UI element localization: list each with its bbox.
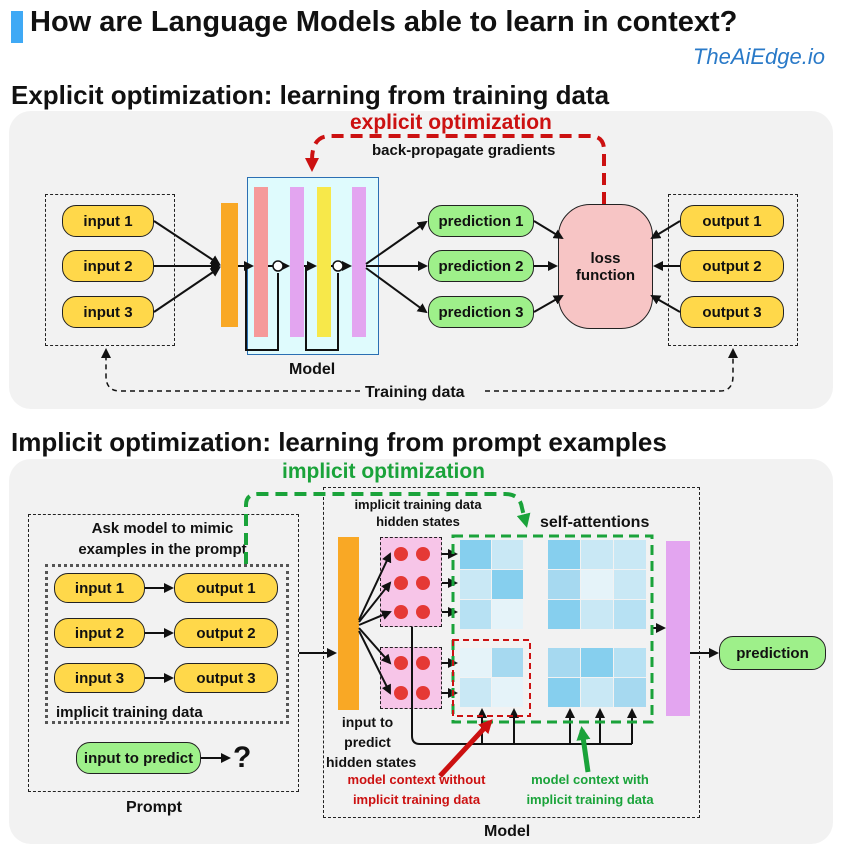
title-accent-bar — [11, 11, 23, 43]
explicit-prediction-3: prediction 3 — [428, 296, 534, 328]
context-without-line-1: model context without — [347, 772, 486, 787]
explicit-embedding-layer — [221, 203, 238, 327]
context-with-line-2: implicit training data — [526, 792, 654, 807]
page-title: How are Language Models able to learn in… — [30, 6, 738, 38]
hidden-state-dots — [394, 547, 430, 700]
training-data-label: Training data — [365, 384, 465, 401]
explicit-output-2: output 2 — [680, 250, 784, 282]
prompt-output-2: output 2 — [174, 618, 278, 648]
explicit-prediction-2: prediction 2 — [428, 250, 534, 282]
implicit-output-layer — [666, 541, 690, 716]
attention-matrix-top-left — [460, 540, 523, 629]
input-to-predict-pill: input to predict — [76, 742, 201, 774]
implicit-heading: Implicit optimization: learning from pro… — [11, 427, 667, 457]
self-attentions-label: self-attentions — [540, 514, 650, 531]
loss-label-line-1: loss — [590, 249, 621, 267]
attention-matrix-bottom-left — [460, 648, 523, 707]
question-mark: ? — [233, 741, 252, 774]
predict-states-line-1: input to — [341, 714, 394, 730]
explicit-output-3: output 3 — [680, 296, 784, 328]
context-with-callout — [576, 726, 591, 773]
training-data-arrow — [101, 348, 360, 392]
hidden-states-line-1: implicit training data — [354, 497, 482, 512]
implicit-optimization-arrow — [244, 492, 531, 564]
explicit-model-label: Model — [289, 361, 336, 378]
backprop-label: back-propagate gradients — [372, 142, 556, 159]
implicit-training-data-label: implicit training data — [56, 704, 203, 721]
implicit-optimization-label: implicit optimization — [282, 460, 485, 483]
prompt-input-1: input 1 — [54, 573, 145, 603]
prompt-output-3: output 3 — [174, 663, 278, 693]
explicit-inputs-box — [45, 194, 175, 346]
loss-label-line-2: function — [575, 266, 636, 284]
implicit-training-data-box — [45, 564, 289, 724]
predict-states-line-3: hidden states — [326, 754, 417, 770]
explicit-layer-3 — [317, 187, 331, 337]
explicit-input-arrows — [153, 220, 352, 351]
hidden-states-line-2: hidden states — [376, 514, 460, 529]
implicit-embedding-layer — [338, 537, 359, 710]
prompt-instruction-line-2: examples in the prompt — [78, 541, 247, 558]
attention-matrix-top-right — [548, 540, 646, 629]
context-without-box — [452, 639, 531, 717]
brand-label: TheAiEdge.io — [692, 44, 825, 69]
explicit-add-node-1 — [272, 260, 284, 272]
loss-function-box: loss function — [558, 204, 653, 329]
prompt-input-2: input 2 — [54, 618, 145, 648]
context-with-line-1: model context with — [531, 772, 649, 787]
explicit-add-node-2 — [332, 260, 344, 272]
explicit-outputs-box — [668, 194, 798, 346]
context-without-line-2: implicit training data — [352, 792, 481, 807]
explicit-layer-1 — [254, 187, 268, 337]
embedding-to-hidden-arrows — [358, 552, 392, 695]
prompt-output-1: output 1 — [174, 573, 278, 603]
implicit-model-label: Model — [484, 823, 531, 840]
explicit-prediction-1: prediction 1 — [428, 205, 534, 237]
explicit-layer-4 — [352, 187, 366, 337]
explicit-optimization-label: explicit optimization — [350, 111, 552, 134]
attention-matrix-bottom-right — [548, 648, 646, 707]
explicit-output-1: output 1 — [680, 205, 784, 237]
explicit-input-1: input 1 — [62, 205, 154, 237]
explicit-optimization-arrow — [305, 134, 606, 204]
prompt-input-3: input 3 — [54, 663, 145, 693]
context-with-box — [451, 534, 654, 724]
explicit-layer-2 — [290, 187, 304, 337]
prompt-instruction-line-1: Ask model to mimic — [91, 520, 234, 537]
prompt-box — [28, 514, 299, 792]
explicit-input-3: input 3 — [62, 296, 154, 328]
explicit-prediction-arrows — [365, 220, 681, 314]
prompt-pair-arrows — [145, 583, 337, 763]
explicit-input-2: input 2 — [62, 250, 154, 282]
prompt-label: Prompt — [126, 799, 182, 816]
predict-states-line-2: predict — [344, 734, 391, 750]
explicit-heading: Explicit optimization: learning from tra… — [11, 80, 610, 110]
context-without-callout — [438, 719, 493, 778]
implicit-prediction-pill: prediction — [719, 636, 826, 670]
